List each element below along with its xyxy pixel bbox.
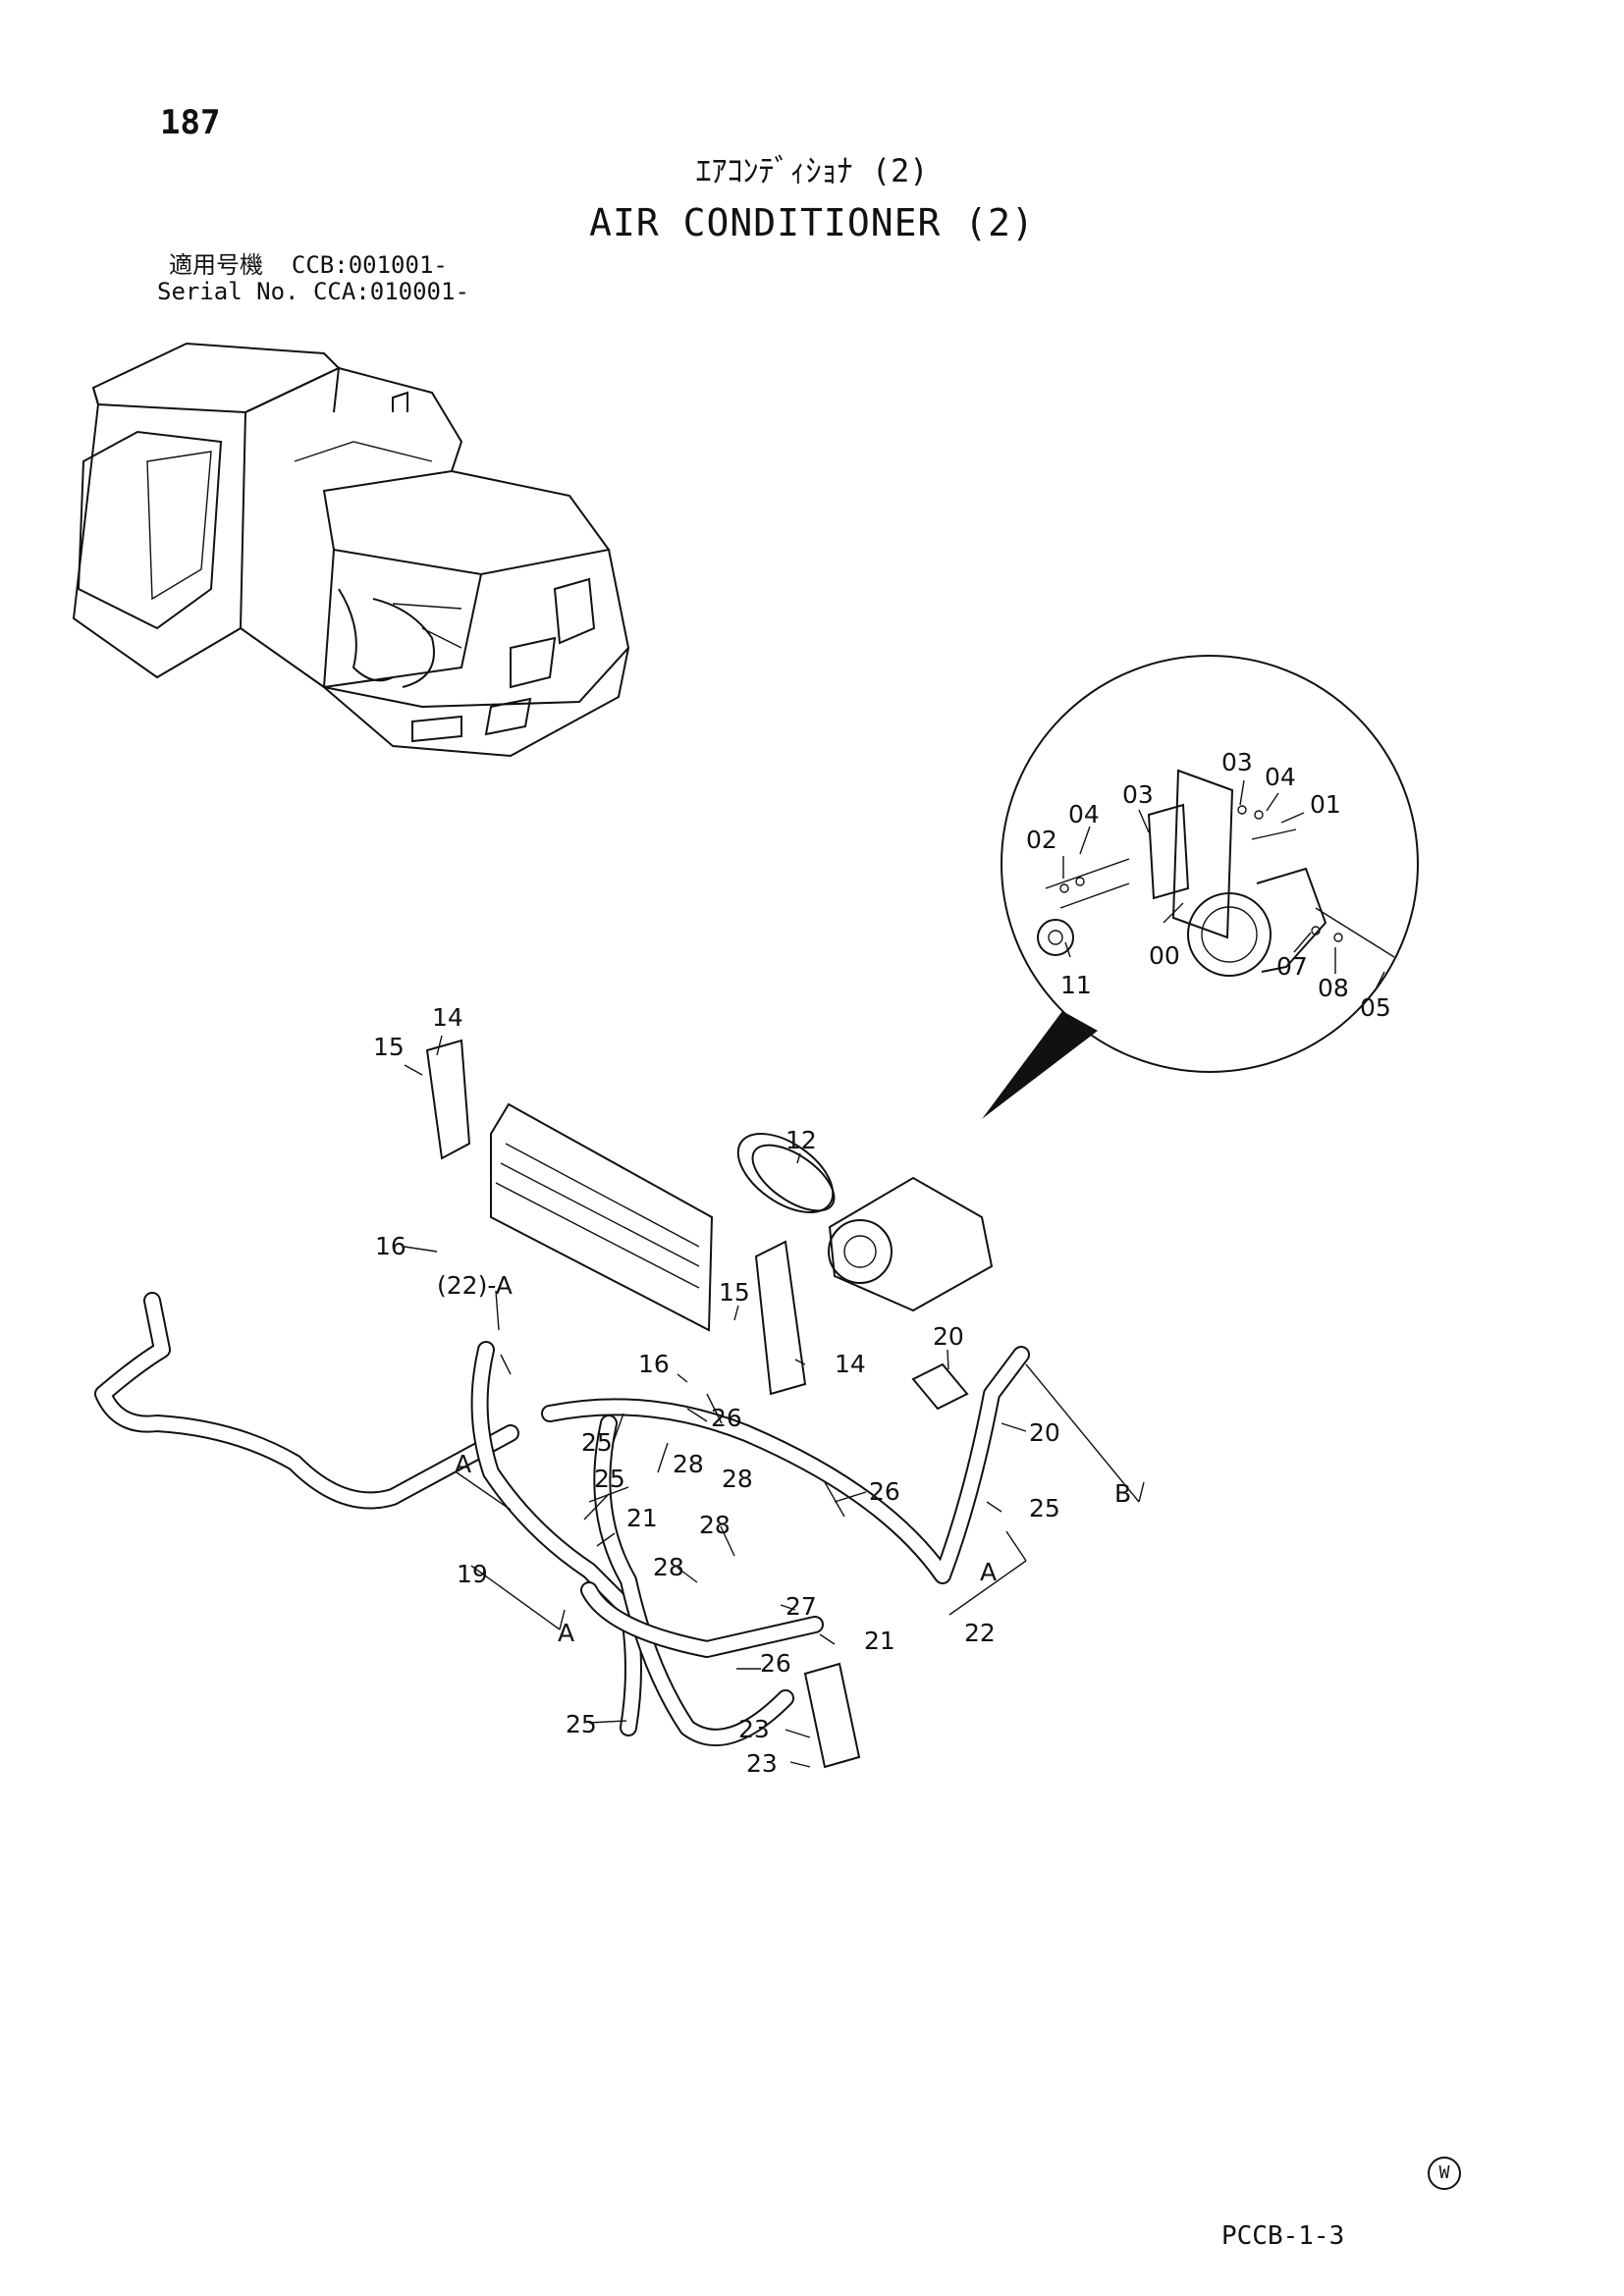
callout-25-second: 25	[594, 1465, 625, 1493]
serial-label-english: Serial No.	[157, 278, 299, 305]
serial-row-english: Serial No. CCA:010001-	[157, 280, 469, 303]
callout-b: B	[1114, 1479, 1131, 1508]
callout-00: 00	[1149, 941, 1180, 970]
callout-16-lower: 16	[638, 1350, 670, 1378]
callout-02: 02	[1026, 826, 1057, 854]
watermark-symbol: W	[1428, 2157, 1461, 2190]
callout-03-lower: 03	[1122, 780, 1154, 809]
detail-circle	[982, 655, 1419, 1119]
callout-28-second: 28	[722, 1465, 753, 1493]
callout-14-lower: 14	[835, 1350, 866, 1378]
callout-a-third: A	[980, 1558, 997, 1586]
callout-07: 07	[1276, 952, 1308, 981]
callout-20-lower: 20	[1029, 1418, 1060, 1447]
part-callouts: 03 04 01 03 04 02 00 11 07 08 05 14 15 1…	[373, 748, 1391, 1778]
machine-overview-sketch	[72, 342, 630, 758]
callout-05: 05	[1360, 993, 1391, 1022]
callout-a-first: A	[455, 1450, 471, 1478]
callout-14-upper: 14	[432, 1003, 463, 1032]
compressor-assembly	[736, 1133, 994, 1312]
callout-22: 22	[964, 1619, 996, 1647]
title-english: AIR CONDITIONER (2)	[589, 201, 1035, 244]
callout-04-upper: 04	[1265, 763, 1296, 791]
callout-15-upper: 15	[373, 1033, 405, 1061]
serial-row-japanese: 適用号機 CCB:001001-	[169, 253, 448, 277]
document-code: PCCB-1-3	[1221, 2221, 1345, 2251]
title-japanese: ｴｱｺﾝﾃﾞｨｼｮﾅ (2)	[695, 152, 929, 189]
callout-16-upper: 16	[375, 1232, 406, 1260]
callout-25-first: 25	[581, 1428, 613, 1457]
callout-04-lower: 04	[1068, 800, 1100, 828]
hose-routing	[94, 1292, 1030, 1769]
callout-15-lower: 15	[719, 1278, 750, 1307]
callout-21-lower: 21	[864, 1627, 895, 1655]
serial-value-english: CCA:010001-	[312, 278, 469, 305]
callout-26-third: 26	[760, 1649, 791, 1678]
callout-23-lower: 23	[746, 1749, 778, 1778]
callout-03-upper: 03	[1221, 748, 1253, 776]
page-number: 187	[160, 103, 221, 142]
callout-28-first: 28	[673, 1450, 704, 1478]
callout-28-third: 28	[699, 1511, 731, 1539]
callout-28-fourth: 28	[653, 1553, 684, 1581]
callout-27: 27	[785, 1592, 817, 1621]
callout-25-fourth: 25	[566, 1710, 597, 1738]
callout-a-second: A	[558, 1619, 574, 1647]
serial-label-japanese: 適用号機	[169, 251, 263, 279]
callout-19: 19	[457, 1560, 488, 1588]
callout-23-upper: 23	[738, 1715, 770, 1743]
callout-12: 12	[785, 1126, 817, 1154]
callout-26-first: 26	[711, 1404, 742, 1432]
callout-08: 08	[1318, 974, 1349, 1002]
callout-25-third: 25	[1029, 1494, 1060, 1522]
leader-lines	[404, 779, 1385, 1768]
condenser-assembly	[425, 1039, 807, 1396]
callout-11: 11	[1060, 971, 1092, 999]
callout-21-upper: 21	[626, 1504, 658, 1532]
serial-value-japanese: CCB:001001-	[291, 251, 448, 279]
callout-22-reference: (22)-A	[437, 1271, 513, 1300]
callout-01: 01	[1310, 790, 1341, 819]
detail-pointer	[982, 1011, 1098, 1119]
callout-20-upper: 20	[933, 1322, 964, 1351]
callout-26-second: 26	[869, 1477, 900, 1506]
